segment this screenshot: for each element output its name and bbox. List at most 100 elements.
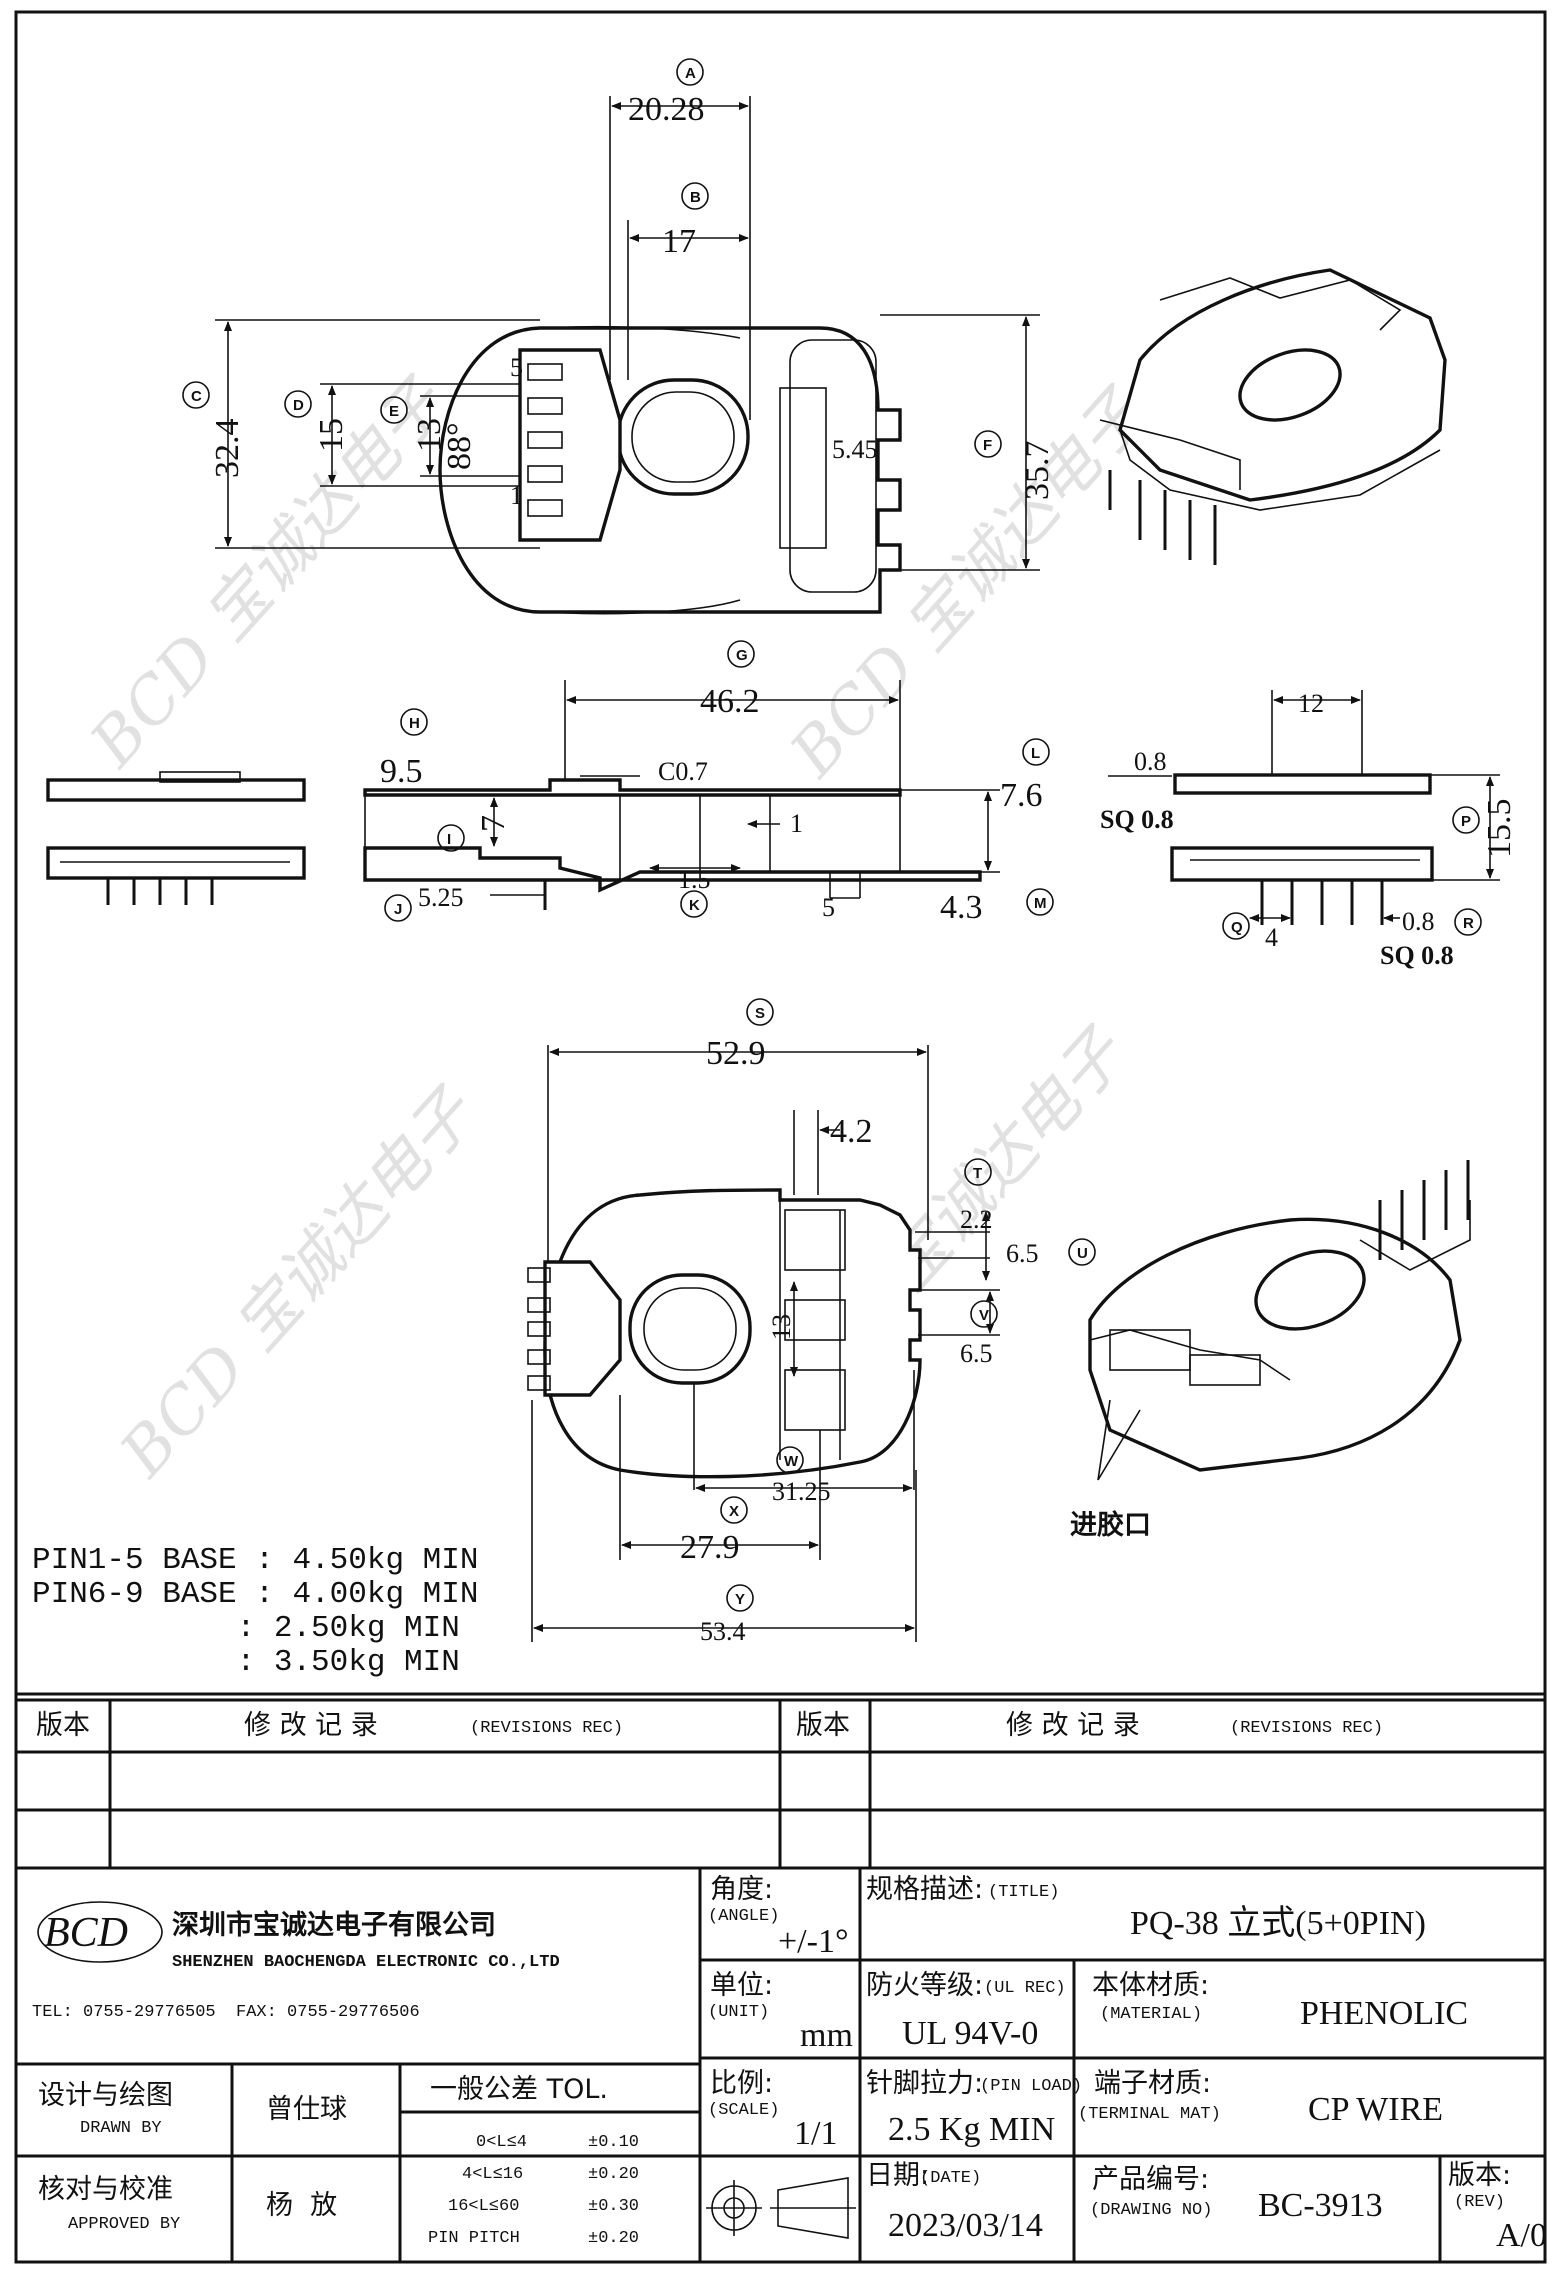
callout-letter: X bbox=[729, 1503, 739, 1520]
dim-five: 5 bbox=[822, 893, 835, 922]
dim-u-value: 6.5 bbox=[1006, 1239, 1039, 1268]
tol-value: ±0.10 bbox=[588, 2133, 639, 2152]
top-view: 5.45 5 1 88° A 20.28 B 17 C bbox=[182, 58, 1056, 615]
inner-slot bbox=[779, 387, 827, 549]
tol-range: 0<L≤4 bbox=[476, 2133, 527, 2152]
terminal-value: CP WIRE bbox=[1308, 2091, 1443, 2128]
company-name-cn: 深圳市宝诚达电子有限公司 bbox=[172, 1909, 496, 1941]
bottom-view: S 52.9 4.2 T 2.2 6.5 U V 6.5 13 W 31.25 bbox=[527, 998, 1096, 1646]
drawing-no-label-en: (DRAWING NO) bbox=[1090, 2201, 1212, 2220]
watermark: BCD 宝诚达电子 bbox=[76, 365, 461, 782]
callout-letter: M bbox=[1034, 895, 1047, 912]
top-flange-arc bbox=[519, 325, 741, 339]
drawing-no-label: 产品编号: bbox=[1092, 2164, 1209, 2195]
callout-letter: Q bbox=[1231, 919, 1243, 936]
pin-load-value: 2.5 Kg MIN bbox=[888, 2111, 1055, 2148]
unit-label: 单位: bbox=[710, 1970, 773, 2001]
pin-note-line: : 3.50kg MIN bbox=[32, 1645, 460, 1680]
tol-range: 16<L≤60 bbox=[448, 2197, 519, 2216]
rev-value: A/0 bbox=[1496, 2217, 1547, 2254]
title-value: PQ-38 立式(5+0PIN) bbox=[1130, 1904, 1426, 1942]
dim-f-value: 35.7 bbox=[1019, 441, 1056, 501]
callout-letter: B bbox=[690, 189, 701, 206]
angle-label-en: (ANGLE) bbox=[708, 1907, 779, 1926]
title-label-en: (TITLE) bbox=[988, 1883, 1059, 1902]
company-contact: TEL: 0755-29776505 FAX: 0755-29776506 bbox=[32, 2003, 420, 2022]
gate-label: 进胶口 bbox=[1070, 1509, 1151, 1541]
tolerance-title: 一般公差 TOL. bbox=[430, 2074, 608, 2105]
iso-pin-row-2 bbox=[1378, 1160, 1470, 1260]
callout-letter: P bbox=[1461, 813, 1471, 830]
callout-letter: L bbox=[1031, 745, 1040, 762]
material-value: PHENOLIC bbox=[1300, 1995, 1468, 2032]
pin-block bbox=[518, 348, 622, 542]
dim-twelve: 12 bbox=[1298, 689, 1324, 718]
pin-mark-5: 5 bbox=[510, 353, 523, 382]
dim-h-value: 9.5 bbox=[380, 753, 423, 790]
material-label: 本体材质: bbox=[1092, 1970, 1209, 2001]
title-block: BCD 深圳市宝诚达电子有限公司 SHENZHEN BAOCHENGDA ELE… bbox=[14, 1866, 1547, 2264]
date-label-en: (DATE) bbox=[920, 2169, 981, 2188]
watermark: BCD 宝诚达电子 bbox=[106, 1075, 491, 1492]
callout-letter: Y bbox=[735, 1591, 745, 1608]
angle-value: +/-1° bbox=[778, 1923, 849, 1960]
unit-label-en: (UNIT) bbox=[708, 2003, 769, 2022]
dim-m-value: 4.3 bbox=[940, 889, 983, 926]
sq-label-2: SQ 0.8 bbox=[1380, 941, 1454, 970]
scale-label: 比例: bbox=[710, 2068, 773, 2099]
pin-load-label-en: (PIN LOAD) bbox=[980, 2077, 1082, 2096]
tol-range: 4<L≤16 bbox=[462, 2165, 523, 2184]
dim-e-value: 13 bbox=[411, 418, 448, 452]
dim-v-value: 6.5 bbox=[960, 1339, 993, 1368]
date-label: 日期: bbox=[866, 2160, 929, 2191]
ul-label: 防火等级: bbox=[866, 1970, 983, 2001]
terminal-label-en: (TERMINAL MAT) bbox=[1078, 2105, 1221, 2124]
dim-w-value: 31.25 bbox=[772, 1477, 831, 1506]
designer-value: 曾仕球 bbox=[266, 2094, 347, 2125]
callout-letter: G bbox=[736, 647, 748, 664]
sq-label-1: SQ 0.8 bbox=[1100, 805, 1174, 834]
side-view-small bbox=[46, 771, 306, 905]
revision-record-header-2: 修 改 记 录 bbox=[1006, 1710, 1140, 1741]
callout-letter: A bbox=[685, 65, 696, 82]
company-logo-text: BCD bbox=[44, 1910, 128, 1956]
tol-range: PIN PITCH bbox=[428, 2229, 520, 2248]
pin-mark-1: 1 bbox=[510, 481, 523, 510]
pin-load-label: 针脚拉力: bbox=[866, 2068, 983, 2099]
revision-record-en-2: (REVISIONS REC) bbox=[1230, 1719, 1383, 1738]
date-value: 2023/03/14 bbox=[888, 2207, 1043, 2244]
dim-l-value: 7.6 bbox=[1000, 777, 1043, 814]
pin-notes: PIN1-5 BASE : 4.50kg MIN PIN6-9 BASE : 4… bbox=[32, 1543, 478, 1680]
designer-label-en: DRAWN BY bbox=[80, 2119, 162, 2138]
dim-i-value: 7 bbox=[475, 815, 512, 832]
dim-13: 13 bbox=[767, 1314, 796, 1340]
scale-label-en: (SCALE) bbox=[708, 2101, 779, 2120]
material-label-en: (MATERIAL) bbox=[1100, 2005, 1202, 2024]
pin bbox=[527, 499, 563, 517]
callout-letter: R bbox=[1463, 915, 1474, 932]
pin-row bbox=[527, 363, 563, 517]
pin bbox=[527, 465, 563, 483]
pin bbox=[527, 363, 563, 381]
rev-label-en: (REV) bbox=[1454, 2193, 1505, 2212]
center-hole-bottom bbox=[628, 1273, 752, 1385]
tol-value: ±0.20 bbox=[588, 2229, 639, 2248]
company-name-en: SHENZHEN BAOCHENGDA ELECTRONIC CO.,LTD bbox=[172, 1953, 560, 1972]
pin-note-line: PIN6-9 BASE : 4.00kg MIN bbox=[32, 1577, 478, 1612]
dim-b-value: 17 bbox=[662, 223, 696, 260]
callout-letter: W bbox=[784, 1453, 799, 1470]
ul-value: UL 94V-0 bbox=[902, 2015, 1038, 2052]
callout-letter: U bbox=[1077, 1245, 1088, 1262]
pin-note-line: PIN1-5 BASE : 4.50kg MIN bbox=[32, 1543, 478, 1578]
checker-value: 杨 放 bbox=[266, 2190, 337, 2221]
dim-p-value: 15.5 bbox=[1481, 799, 1518, 859]
drawing-no-value: BC-3913 bbox=[1258, 2187, 1383, 2224]
dim-g-value: 46.2 bbox=[700, 683, 760, 720]
side-view-main: C0.7 G 46.2 H 9.5 I 7 J 5.25 K bbox=[363, 640, 1054, 926]
callout-letter: D bbox=[293, 397, 304, 414]
callout-letter: I bbox=[447, 831, 451, 848]
chamfer-label: C0.7 bbox=[658, 757, 708, 786]
unit-value: mm bbox=[800, 2017, 853, 2054]
dim-c-value: 32.4 bbox=[209, 419, 246, 479]
